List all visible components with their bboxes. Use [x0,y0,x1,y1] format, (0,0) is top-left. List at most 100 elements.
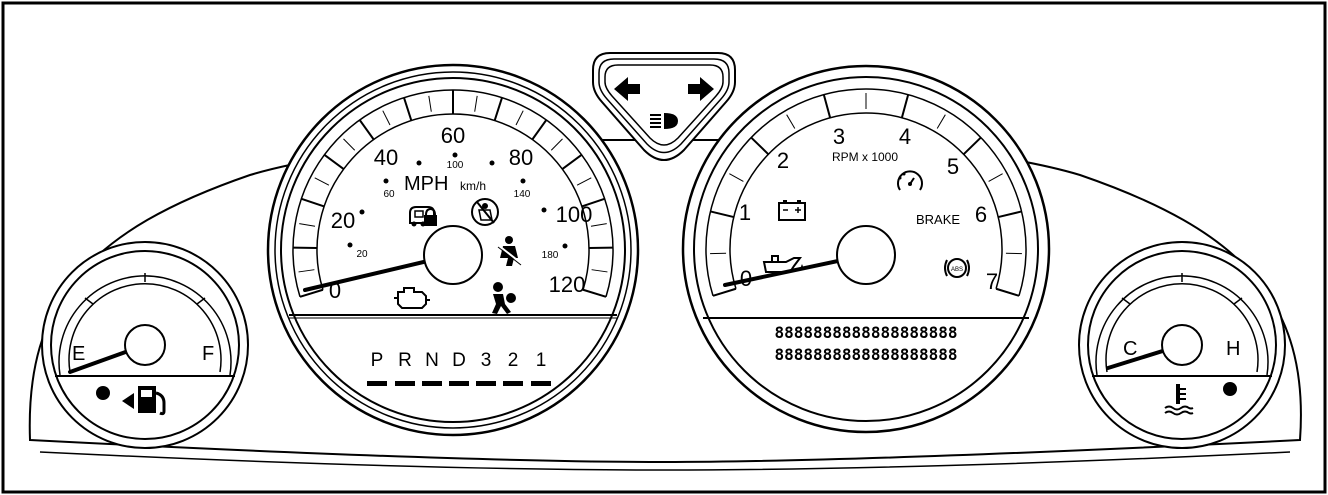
fuel-full-label: F [202,343,214,365]
oil-pressure-icon [762,255,803,273]
speedometer-tick [299,288,324,298]
high-beam-icon [650,113,678,129]
tachometer-minor-tick [786,114,796,129]
tachometer-tick [900,94,910,119]
speedometer-kmh-dots [347,152,568,249]
speed-unit-kmh: km/h [460,179,486,193]
odometer-display: 8888888888888888888 8888888888888888888 [774,323,957,364]
speedometer: 0 20 40 60 80 100 120 20 60 100 140 180 … [266,63,640,437]
rpm-label-3: 3 [833,124,845,149]
battery-icon [778,200,806,221]
fuel-gauge: E F [41,241,249,449]
abs-icon-label: ABS [951,267,963,273]
kmh-label-100: 100 [447,160,464,171]
tachometer-hub [836,225,896,285]
turn-signal-pod-outer [592,52,736,161]
rpm-label-1: 1 [739,200,751,225]
speed-unit-mph: MPH [404,173,448,195]
rpm-label-2: 2 [777,148,789,173]
cruise-control-icon [897,170,923,191]
gear-n: N [425,350,439,371]
speedometer-minor-tick [474,95,478,112]
temp-gauge-scale-inner [1105,283,1259,373]
tachometer-tick [962,136,982,156]
tachometer-tick [995,287,1020,297]
tachometer: 0 1 2 3 4 5 6 7 RPM x 1000 BRAKE [681,64,1051,434]
speed-label-40: 40 [374,145,398,170]
left-turn-signal-icon [614,77,640,101]
speedometer-minor-tick [343,138,356,151]
airbag-icon [492,282,516,314]
speed-label-120: 120 [549,272,586,297]
speed-label-80: 80 [509,145,533,170]
fuel-gauge-hub [124,324,166,366]
gear-1: 1 [536,350,547,371]
rpm-label-4: 4 [899,124,911,149]
speedometer-tick [301,197,325,208]
speedometer-minor-tick [299,223,316,227]
fuel-pump-icon [122,386,166,416]
speedometer-tick [493,97,503,121]
speedometer-minor-tick [591,269,608,273]
speedometer-minor-tick [314,177,330,186]
brake-warning-label: BRAKE [916,212,960,227]
gear-indicator: P R N D 3 2 1 [367,350,551,386]
speedometer-tick [323,154,345,170]
kmh-label-140: 140 [514,189,531,200]
right-turn-signal-icon [688,77,714,101]
speed-label-100: 100 [556,202,593,227]
odometer-line-2: 8888888888888888888 [774,345,957,364]
tachometer-tick [710,210,735,219]
tachometer-arc [705,88,1027,296]
security-icon [409,206,437,227]
cluster-bottom-edge [39,451,1291,471]
gear-indicator-bars [367,381,551,386]
speedometer-tick [581,197,605,208]
gear-2: 2 [508,350,519,371]
rpm-label-5: 5 [947,154,959,179]
speedometer-tick [403,97,413,121]
fuel-empty-label: E [72,343,85,365]
seatbelt-icon [497,236,522,266]
fuel-warning-dot [96,386,110,400]
turn-signal-pod-mid [598,58,730,154]
speedometer-minor-tick [576,177,592,186]
temp-gauge-hub [1161,324,1203,366]
rpm-label-7: 7 [986,269,998,294]
speed-label-20: 20 [331,208,355,233]
rpm-label-6: 6 [975,202,987,227]
fuel-gauge-scale-inner [68,283,222,373]
tachometer-ticks [705,88,1027,297]
speedometer-minor-tick [590,223,607,227]
speedometer-hub [423,225,483,285]
gear-3: 3 [481,350,492,371]
tachometer-tick [822,94,832,119]
rpm-unit-label: RPM x 1000 [832,150,898,164]
temperature-gauge: C H [1078,241,1286,449]
speedometer-minor-tick [298,269,315,273]
tachometer-arc [729,112,1003,289]
tachometer-minor-tick [936,114,946,129]
kmh-label-20: 20 [356,249,368,260]
check-engine-icon [394,287,430,309]
gear-d: D [452,350,466,371]
odometer-line-1: 8888888888888888888 [774,323,957,342]
speedometer-tick [561,154,583,170]
speedometer-mph-labels: 0 20 40 60 80 100 120 [329,123,592,303]
coolant-temperature-icon [1164,384,1194,416]
speedometer-minor-tick [382,110,391,126]
temp-gauge-ticks [1121,273,1243,305]
abs-icon: ABS [944,258,970,278]
seatbelt-reminder-icon [471,198,499,226]
kmh-label-180: 180 [542,250,559,261]
speedometer-minor-tick [428,95,432,112]
tachometer-minor-tick [729,173,744,182]
speedometer-minor-tick [550,138,563,151]
tachometer-labels: 0 1 2 3 4 5 6 7 [739,124,998,294]
temp-hot-label: H [1226,338,1240,360]
tachometer-tick [712,287,737,297]
speedometer-kmh-labels: 20 60 100 140 180 [356,160,558,261]
speedometer-tick [531,119,548,141]
tachometer-tick [750,136,770,156]
